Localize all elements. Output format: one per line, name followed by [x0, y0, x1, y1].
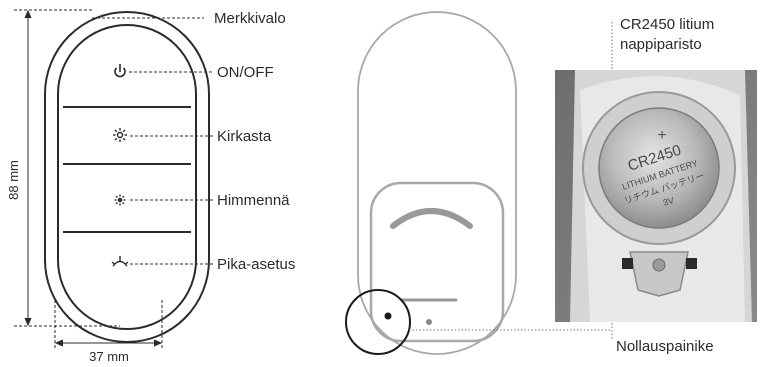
dim-sun-icon [114, 194, 126, 206]
cover-grip-arc [390, 208, 473, 229]
label-brighten: Kirkasta [217, 128, 272, 145]
label-leaders [92, 17, 214, 265]
label-quick-setting: Pika-asetus [217, 256, 295, 273]
led-window [426, 319, 432, 325]
remote-inner-panel [57, 24, 197, 330]
reset-button-label: Nollauspainike [616, 338, 714, 355]
label-on-off: ON/OFF [217, 64, 274, 81]
power-icon [114, 64, 126, 78]
remote-front [44, 11, 210, 343]
width-dimension-label: 37 mm [89, 349, 129, 364]
remote-outer-body [44, 11, 210, 343]
height-dimension [14, 9, 120, 327]
brighten-sun-icon [113, 128, 127, 142]
battery-cover-outline [369, 181, 505, 343]
coin-battery [598, 107, 720, 229]
label-dim: Himmennä [217, 192, 290, 209]
battery-label-line1: CR2450 litium [620, 16, 714, 33]
battery-photo: + CR2450 LITHIUM BATTERY リチウム バッテリー 3V [555, 70, 757, 322]
remote-back [345, 11, 517, 355]
label-indicator-light: Merkkivalo [214, 10, 286, 27]
coin-plus-sign: + [657, 127, 666, 144]
battery-label-line2: nappiparisto [620, 36, 702, 53]
coin-text-voltage: 3V [662, 195, 676, 208]
reset-highlight-circle [345, 289, 411, 355]
height-dimension-label: 88 mm [6, 160, 21, 200]
quick-setting-icon [111, 256, 129, 267]
width-dimension [54, 300, 163, 348]
reset-button-hole [384, 312, 392, 320]
